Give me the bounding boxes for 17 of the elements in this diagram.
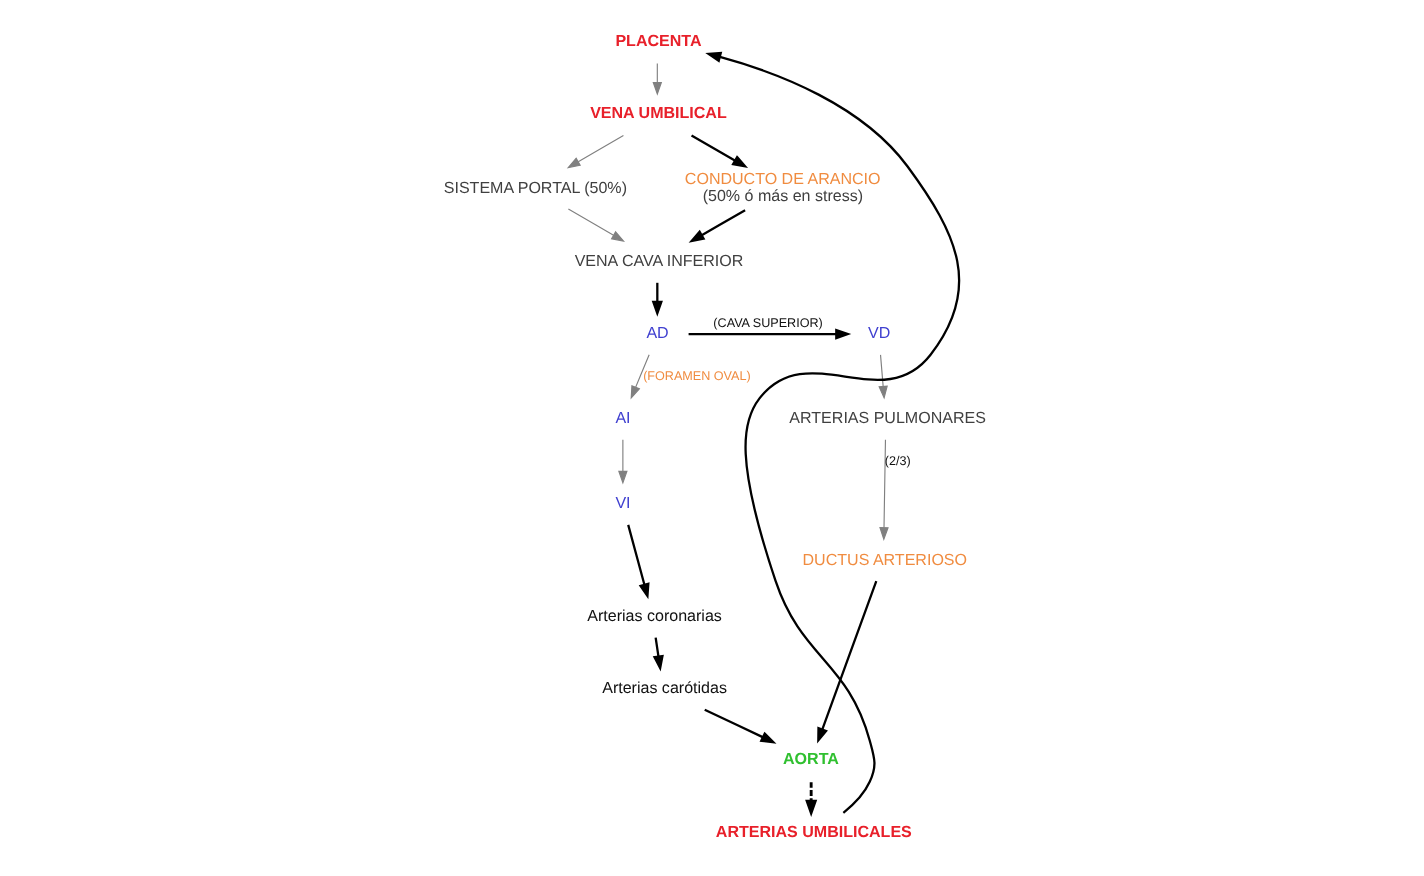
arrow [703,708,776,744]
arrow [689,134,748,169]
arrow [878,439,888,541]
arrow [629,354,649,400]
arrow [687,328,851,340]
arrow [816,580,877,744]
arrow [565,135,623,169]
arrow [877,354,887,400]
arrow [704,51,960,814]
arrow [617,439,627,485]
arrow [650,282,662,317]
arrow [651,62,662,96]
arrow [626,524,649,600]
arrow [651,637,663,672]
arrow [804,782,817,817]
arrow [687,209,745,243]
arrow [566,208,625,242]
